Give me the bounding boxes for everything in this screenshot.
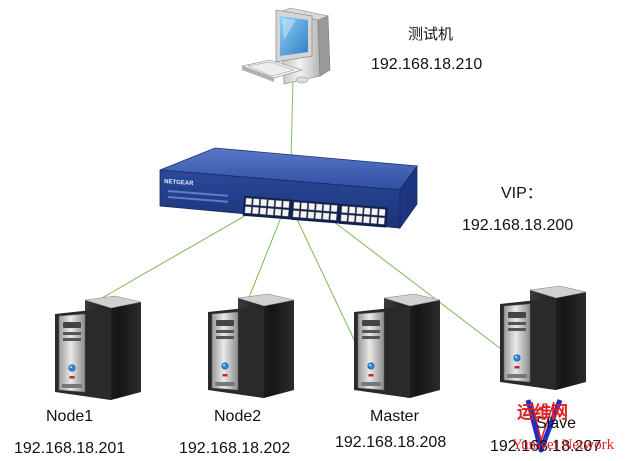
switch-port [244, 206, 252, 214]
link-node1 [94, 209, 256, 303]
server-ip-node1: 192.168.18.201 [14, 440, 126, 457]
server-icon-node2 [208, 293, 295, 398]
server-name-slave: Slave [536, 415, 577, 432]
switch-port [370, 216, 378, 224]
switch-port [323, 204, 331, 212]
connection-lines [94, 79, 506, 353]
switch-port [300, 210, 308, 219]
test-machine-name: 测试机 [408, 26, 454, 43]
switch-port [252, 206, 260, 215]
switch-port [300, 202, 308, 210]
switch-port [371, 208, 379, 216]
watermark-text-en: Yunwei Network [512, 437, 615, 453]
server-icon-master [354, 293, 441, 398]
switch-port [315, 203, 323, 211]
switch-port [340, 214, 348, 222]
port-block [290, 199, 341, 224]
switch-port [363, 216, 370, 224]
link-slave [324, 214, 506, 353]
server-name-master: Master [370, 408, 419, 425]
switch-port [307, 211, 315, 219]
switch-port [267, 208, 274, 216]
switch-port [267, 199, 275, 207]
switch-port [260, 198, 268, 207]
switch-ports [242, 195, 389, 228]
switch-port [245, 197, 253, 206]
server-icon-slave [500, 285, 587, 390]
switch-port [275, 200, 283, 208]
switch-port [341, 205, 349, 214]
port-block [338, 203, 389, 228]
switch-port [274, 208, 282, 216]
test-machine-ip: 192.168.18.210 [371, 56, 483, 73]
link-node2 [247, 214, 283, 301]
switch-port [355, 215, 363, 223]
watermark-text-cn: 运维网 [517, 403, 568, 423]
switch-port [348, 206, 356, 214]
vip-ip: 192.168.18.200 [462, 217, 574, 234]
switch-port [282, 200, 290, 209]
svg-text:NETGEAR: NETGEAR [164, 179, 194, 187]
switch-port [293, 201, 301, 210]
server-ip-slave: 192.168.18.207 [490, 438, 602, 455]
servers [55, 285, 587, 400]
switch-port [329, 213, 337, 221]
switch-port [315, 212, 322, 220]
test-machine-icon [240, 7, 331, 85]
port-block [242, 195, 293, 220]
switch-port [252, 198, 260, 206]
server-icon-node1 [55, 295, 142, 400]
switch-port [259, 207, 267, 215]
switch-port [377, 217, 385, 225]
switch-port [378, 208, 386, 217]
switch-port [322, 212, 330, 220]
vip-label: VIP： [501, 185, 543, 202]
server-ip-master: 192.168.18.208 [335, 434, 447, 451]
switch-brand-label: NETGEAR [164, 179, 194, 187]
server-ip-node2: 192.168.18.202 [179, 440, 291, 457]
switch-icon: NETGEAR [159, 147, 418, 230]
server-name-node1: Node1 [46, 408, 94, 425]
switch-port [348, 214, 356, 223]
switch-port [308, 202, 316, 211]
switch-port [281, 209, 289, 217]
server-name-node2: Node2 [214, 408, 262, 425]
switch-port [356, 206, 364, 215]
switch-port [292, 210, 300, 218]
switch-port [330, 204, 338, 213]
switch-port [363, 207, 371, 215]
watermark-logo-icon [525, 399, 563, 453]
link-master [294, 214, 359, 349]
